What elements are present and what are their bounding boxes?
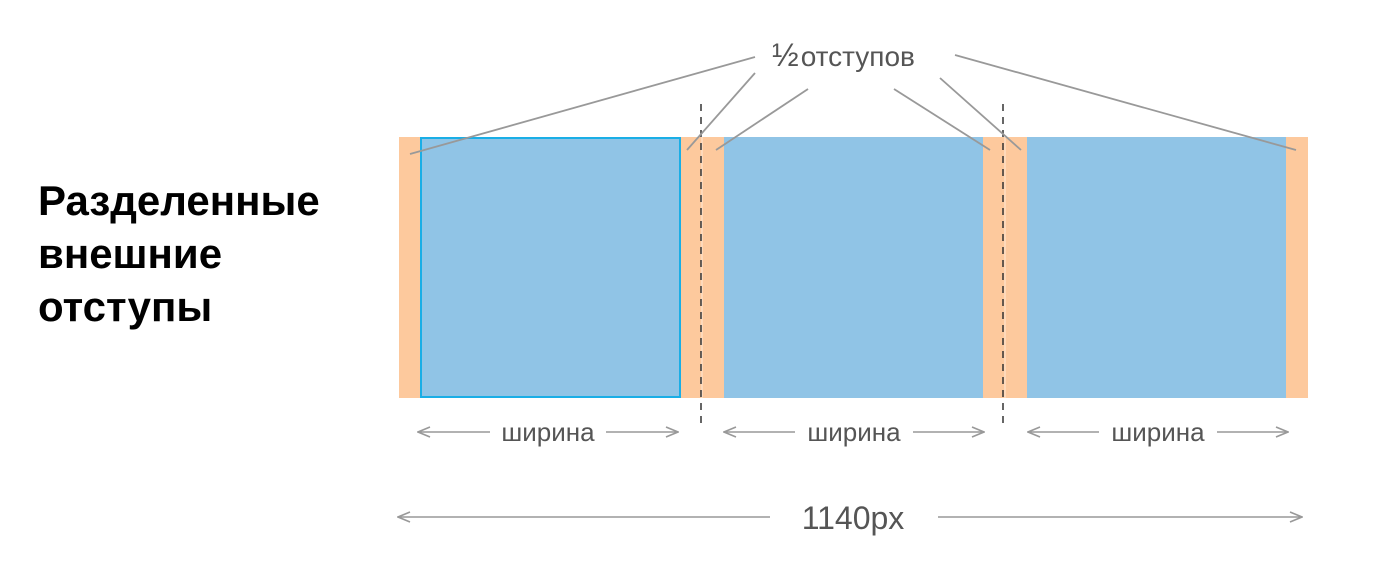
title-line-1: Разделенные	[38, 177, 320, 224]
column-1	[421, 137, 681, 398]
half-gutter-label: ½отступов	[772, 37, 915, 73]
width-label-1: ширина	[501, 417, 595, 447]
width-label-2: ширина	[807, 417, 901, 447]
half-fraction: ½	[772, 37, 799, 73]
total-width-label: 1140px	[802, 500, 905, 536]
diagram-title: Разделенные внешние отступы	[38, 174, 320, 333]
column-1-outline	[420, 137, 681, 398]
title-line-2: внешние	[38, 230, 223, 277]
leader-lines	[409, 54, 1297, 155]
column-2	[724, 137, 983, 398]
half-gutter-text: отступов	[801, 41, 915, 72]
title-line-3: отступы	[38, 283, 213, 330]
column-3	[1027, 137, 1286, 398]
width-label-3: ширина	[1111, 417, 1205, 447]
